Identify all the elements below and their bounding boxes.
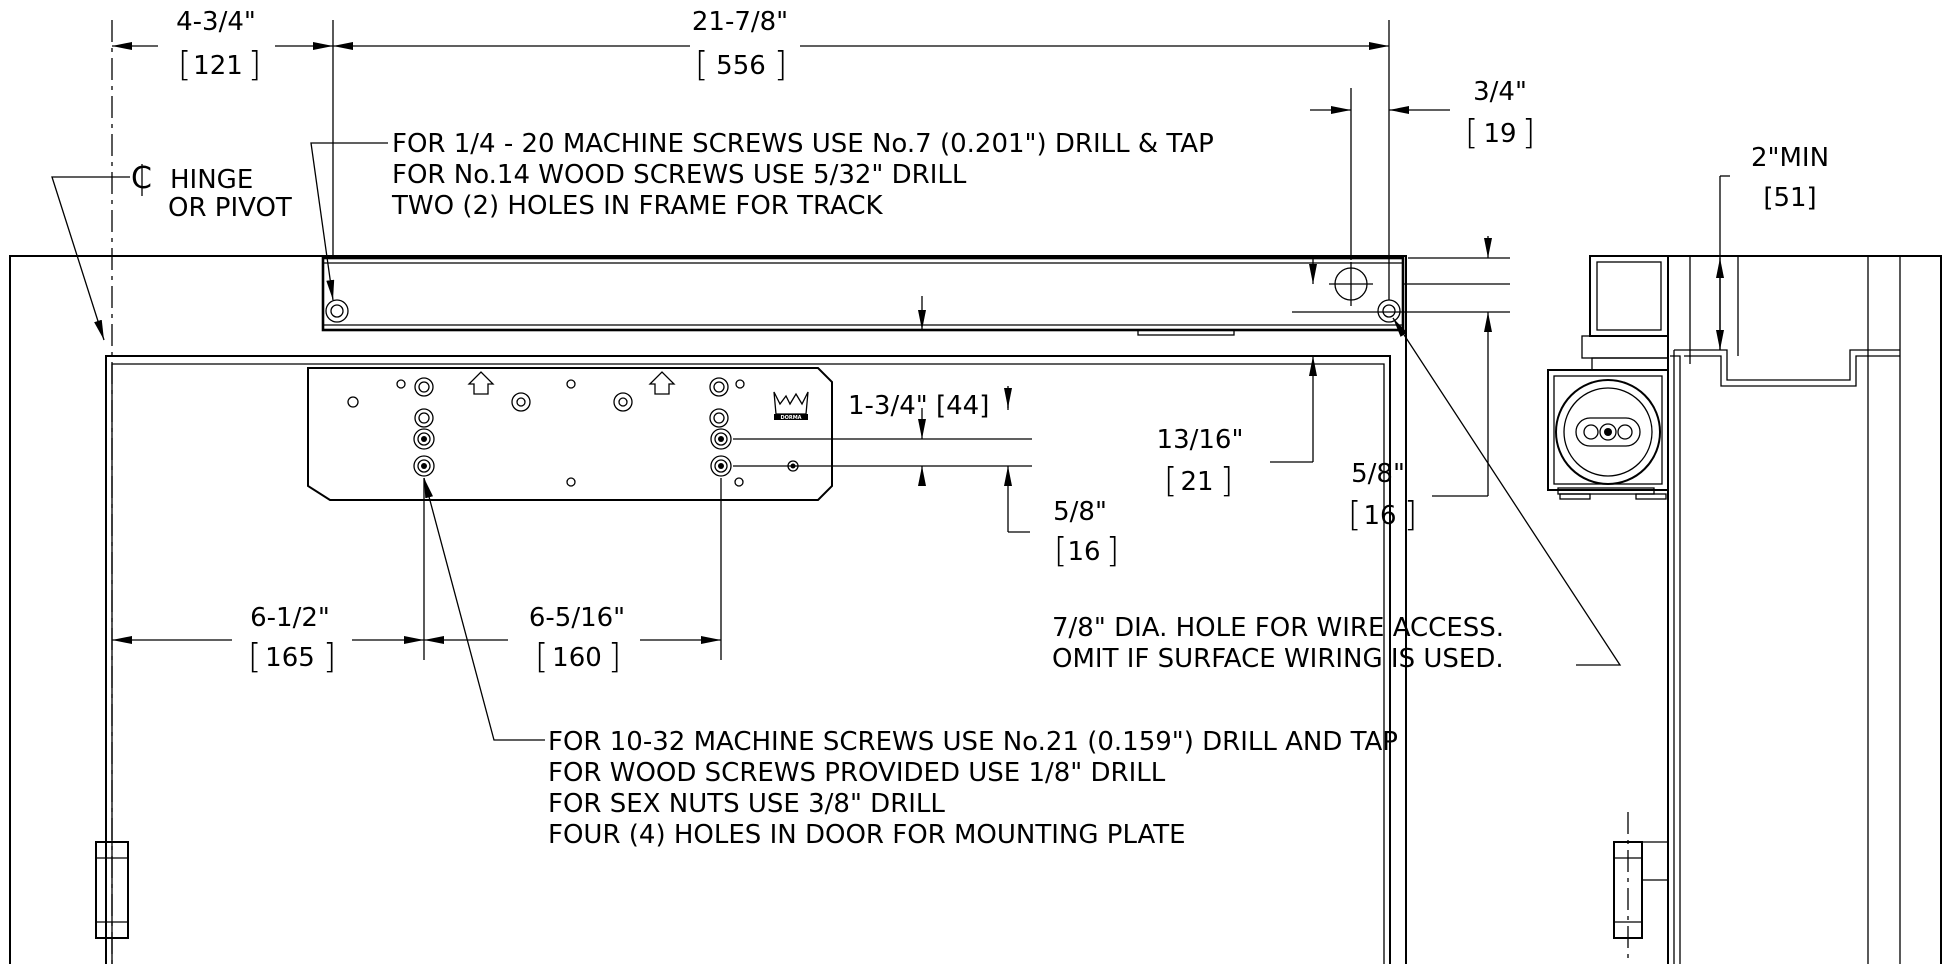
plate-note-line2: FOR WOOD SCREWS PROVIDED USE 1/8" DRILL [548, 758, 1166, 788]
svg-text:]: ] [1522, 113, 1535, 153]
up-arrow-icon [467, 371, 495, 395]
dim-5-8-plate-metric: 16 [1067, 537, 1100, 567]
mounting-plate: DORMA [307, 367, 833, 501]
dim-1-3-4-label: 1-3/4" [44] [848, 391, 989, 421]
hinge-label-line1: HINGE [170, 165, 253, 195]
svg-text:]: ] [608, 637, 621, 677]
svg-text:]: ] [323, 637, 336, 677]
track [321, 256, 1405, 336]
track-note-line2: FOR No.14 WOOD SCREWS USE 5/32" DRILL [392, 160, 967, 190]
track-note: FOR 1/4 - 20 MACHINE SCREWS USE No.7 (0.… [310, 129, 1214, 301]
dim-13-16: 13/16" [ 21 ] [918, 296, 1317, 501]
dorma-logo: DORMA [773, 391, 809, 421]
dim-3-4-metric: 19 [1483, 119, 1516, 149]
dim-21-7-8-imperial: 21-7/8" [692, 7, 788, 37]
dim-21-7-8: 21-7/8" [ 556 ] [333, 7, 1389, 85]
dim-13-16-metric: 21 [1180, 467, 1213, 497]
svg-text:[: [ [535, 637, 548, 677]
svg-text:]: ] [248, 45, 261, 85]
dim-6-1-2: 6-1/2" [ 165 ] [112, 603, 424, 677]
wire-note: 7/8" DIA. HOLE FOR WIRE ACCESS. OMIT IF … [1052, 317, 1622, 674]
track-note-line3: TWO (2) HOLES IN FRAME FOR TRACK [391, 191, 883, 221]
hinge-right [1613, 812, 1668, 964]
plate-note-line4: FOUR (4) HOLES IN DOOR FOR MOUNTING PLAT… [548, 820, 1186, 850]
dim-21-7-8-metric: 556 [716, 51, 766, 81]
plate-note-line3: FOR SEX NUTS USE 3/8" DRILL [548, 789, 945, 819]
hinge-label: C HINGE OR PIVOT [51, 161, 292, 341]
dim-5-8-right-imperial: 5/8" [1351, 459, 1405, 489]
plate-note: FOR 10-32 MACHINE SCREWS USE No.21 (0.15… [423, 477, 1398, 850]
dim-4-3-4: 4-3/4" [ 121 ] [112, 7, 333, 85]
plate-note-line1: FOR 10-32 MACHINE SCREWS USE No.21 (0.15… [548, 727, 1398, 757]
svg-text:[: [ [1348, 495, 1361, 535]
svg-text:[: [ [1164, 461, 1177, 501]
dim-2-min-metric: [51] [1763, 183, 1816, 213]
dim-6-1-2-metric: 165 [265, 643, 315, 673]
up-arrow-icon [648, 371, 676, 395]
svg-text:]: ] [1106, 531, 1119, 571]
svg-text:]: ] [774, 45, 787, 85]
closer-body-side [1547, 255, 1669, 500]
dim-6-5-16: 6-5/16" [ 160 ] [424, 603, 721, 677]
wire-access-hole [1329, 262, 1373, 306]
dim-4-3-4-imperial: 4-3/4" [176, 7, 256, 37]
door-frame [9, 255, 1407, 964]
svg-text:[: [ [178, 45, 191, 85]
svg-text:[: [ [1054, 531, 1067, 571]
dim-3-4: 3/4" [ 19 ] [1310, 77, 1535, 153]
hinge-label-line2: OR PIVOT [168, 193, 292, 223]
svg-text:[: [ [1465, 113, 1478, 153]
svg-text:]: ] [1404, 495, 1417, 535]
plate-screw-hole-4 [710, 455, 732, 477]
svg-text:[: [ [695, 45, 708, 85]
dim-6-1-2-imperial: 6-1/2" [250, 603, 330, 633]
wire-note-line2: OMIT IF SURFACE WIRING IS USED. [1052, 644, 1504, 674]
wire-note-line1: 7/8" DIA. HOLE FOR WIRE ACCESS. [1052, 613, 1504, 643]
dim-2-min-imperial: 2"MIN [1751, 143, 1829, 173]
dim-5-8-right: 5/8" [ 16 ] [1348, 312, 1492, 535]
dim-3-4-imperial: 3/4" [1473, 77, 1527, 107]
dim-6-5-16-metric: 160 [552, 643, 602, 673]
dim-6-5-16-imperial: 6-5/16" [529, 603, 625, 633]
hinge-left [95, 841, 129, 939]
dim-13-16-imperial: 13/16" [1157, 425, 1244, 455]
svg-text:[: [ [248, 637, 261, 677]
side-view-frame [1667, 255, 1942, 964]
track-screw-hole-left [325, 299, 349, 323]
dim-5-8-plate: 5/8" [ 16 ] [1004, 386, 1119, 571]
plate-screw-hole-3 [710, 428, 732, 450]
logo-text: DORMA [780, 415, 801, 421]
dim-5-8-right-metric: 16 [1363, 501, 1396, 531]
dim-5-8-plate-imperial: 5/8" [1053, 497, 1107, 527]
track-screw-hole-right [1377, 299, 1401, 323]
plate-screw-hole-2 [413, 455, 435, 477]
dim-4-3-4-metric: 121 [193, 51, 243, 81]
svg-text:]: ] [1220, 461, 1233, 501]
centerline-symbol: C [131, 161, 152, 196]
dim-1-3-4: 1-3/4" [44] [848, 390, 1009, 486]
plate-screw-hole-1 [413, 428, 435, 450]
track-note-line1: FOR 1/4 - 20 MACHINE SCREWS USE No.7 (0.… [392, 129, 1214, 159]
dim-2-min: 2"MIN [51] [1716, 143, 1829, 350]
